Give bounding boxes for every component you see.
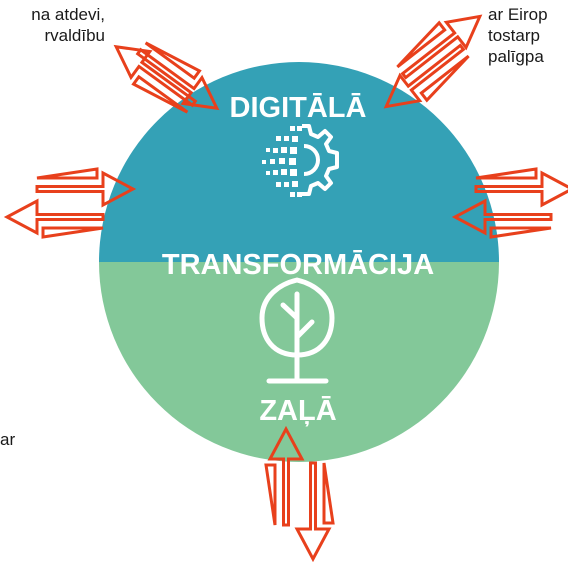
text-fragment-top-right: ar Eirop tostarp palīgpa [488, 4, 548, 67]
text-fragment-top-left: na atdevi, rvaldību [0, 4, 105, 46]
green-label: ZAĻĀ [259, 395, 336, 427]
digital-label: DIGITĀLĀ [230, 92, 367, 124]
text-fragment-bottom-left: ar [0, 429, 15, 450]
text-line: ar Eirop [488, 5, 548, 24]
digital-gear-icon [262, 124, 339, 197]
transformation-label: TRANSFORMĀCIJA [162, 249, 434, 281]
arrow-top-right [390, 0, 492, 90]
text-line: ar [0, 430, 16, 449]
arrow-bottom-out [295, 461, 335, 561]
tree-icon [259, 277, 335, 384]
text-line: na atdevi, [31, 5, 105, 24]
arrow-left-out [5, 199, 105, 239]
arrow-right-out [474, 167, 568, 207]
text-line: palīgpa [488, 47, 544, 66]
green-half [99, 262, 499, 462]
text-line: rvaldību [44, 26, 105, 45]
text-line: tostarp [488, 26, 540, 45]
